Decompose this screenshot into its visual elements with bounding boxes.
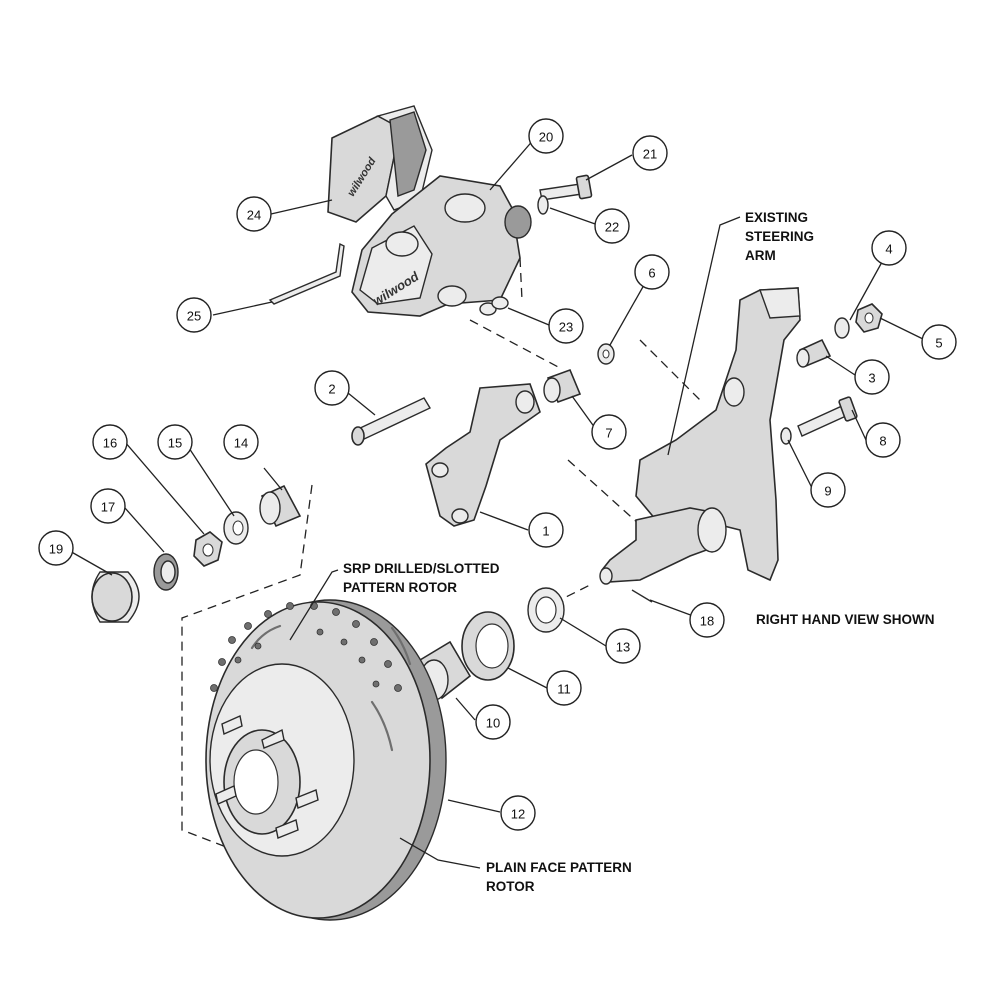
callout-15: 15 xyxy=(157,424,193,460)
bolt-washer xyxy=(537,195,549,215)
spindle-nut xyxy=(193,531,223,567)
note-view: RIGHT HAND VIEW SHOWN xyxy=(756,612,935,627)
callout-10: 10 xyxy=(475,704,511,740)
grease-seal xyxy=(527,587,565,633)
svg-text:24: 24 xyxy=(247,208,261,223)
callout-25: 25 xyxy=(176,297,212,333)
outer-washer xyxy=(223,511,249,545)
srp-rotor-label-line1: SRP DRILLED/SLOTTED xyxy=(343,561,500,576)
callout-24: 24 xyxy=(236,196,272,232)
callout-14: 14 xyxy=(223,424,259,460)
callout-18: 18 xyxy=(689,602,725,638)
cotter-pin xyxy=(631,589,653,603)
callout-1: 1 xyxy=(528,512,564,548)
callout-8: 8 xyxy=(865,422,901,458)
leader-lines xyxy=(67,137,926,869)
spindle-steering-arm xyxy=(599,287,801,585)
svg-text:21: 21 xyxy=(643,147,657,162)
svg-text:12: 12 xyxy=(511,807,525,822)
callout-17: 17 xyxy=(90,488,126,524)
steering-arm-label-line3: ARM xyxy=(745,248,776,263)
caliper-bracket xyxy=(425,383,541,527)
callout-22: 22 xyxy=(594,208,630,244)
caliper-bolt xyxy=(539,174,593,201)
bracket-spacer xyxy=(543,368,582,404)
svg-text:6: 6 xyxy=(648,266,655,281)
svg-text:19: 19 xyxy=(49,542,63,557)
svg-text:9: 9 xyxy=(824,484,831,499)
brake-pads: wilwood xyxy=(327,105,433,223)
brake-rotor xyxy=(205,599,447,921)
alignment-lines xyxy=(181,257,701,861)
retaining-pin xyxy=(268,242,345,305)
svg-text:16: 16 xyxy=(103,436,117,451)
callout-2: 2 xyxy=(314,370,350,406)
callout-11: 11 xyxy=(546,670,582,706)
callout-20: 20 xyxy=(528,118,564,154)
svg-text:5: 5 xyxy=(935,336,942,351)
bearing-race xyxy=(461,611,515,681)
callout-12: 12 xyxy=(500,795,536,831)
svg-text:22: 22 xyxy=(605,220,619,235)
callout-3: 3 xyxy=(854,359,890,395)
outer-bearing xyxy=(259,484,302,528)
callout-21: 21 xyxy=(632,135,668,171)
svg-text:8: 8 xyxy=(879,434,886,449)
nut-lock xyxy=(153,553,179,591)
right-hand-view-label: RIGHT HAND VIEW SHOWN xyxy=(756,612,935,627)
svg-text:14: 14 xyxy=(234,436,248,451)
callout-13: 13 xyxy=(605,628,641,664)
svg-text:1: 1 xyxy=(542,524,549,539)
svg-text:20: 20 xyxy=(539,130,553,145)
svg-text:13: 13 xyxy=(616,640,630,655)
callout-16: 16 xyxy=(92,424,128,460)
svg-text:2: 2 xyxy=(328,382,335,397)
svg-text:10: 10 xyxy=(486,716,500,731)
callout-5: 5 xyxy=(921,324,957,360)
svg-text:23: 23 xyxy=(559,320,573,335)
svg-text:4: 4 xyxy=(885,242,892,257)
arm-bolt xyxy=(797,396,858,437)
svg-text:18: 18 xyxy=(700,614,714,629)
callout-19: 19 xyxy=(38,530,74,566)
svg-text:15: 15 xyxy=(168,436,182,451)
caliper: wilwood xyxy=(351,175,532,317)
shim-washers xyxy=(479,296,509,316)
spacer-washer xyxy=(597,343,615,365)
note-plain-rotor: PLAIN FACE PATTERN ROTOR xyxy=(486,860,632,894)
arm-nut xyxy=(855,303,883,333)
svg-text:7: 7 xyxy=(605,426,612,441)
callout-7: 7 xyxy=(591,414,627,450)
dust-cap xyxy=(91,571,140,623)
callout-9: 9 xyxy=(810,472,846,508)
svg-text:11: 11 xyxy=(557,682,571,697)
arm-washer xyxy=(834,317,850,339)
srp-rotor-label-line2: PATTERN ROTOR xyxy=(343,580,457,595)
steering-arm-label-line2: STEERING xyxy=(745,229,814,244)
bracket-bolt xyxy=(351,397,431,446)
svg-text:3: 3 xyxy=(868,371,875,386)
callout-6: 6 xyxy=(634,254,670,290)
arm-spacer xyxy=(796,338,832,368)
note-srp-rotor: SRP DRILLED/SLOTTED PATTERN ROTOR xyxy=(343,561,500,595)
svg-text:25: 25 xyxy=(187,309,201,324)
callout-23: 23 xyxy=(548,308,584,344)
note-existing-steering-arm: EXISTING STEERING ARM xyxy=(745,210,814,263)
plain-rotor-label-line1: PLAIN FACE PATTERN xyxy=(486,860,632,875)
callout-4: 4 xyxy=(871,230,907,266)
plain-rotor-label-line2: ROTOR xyxy=(486,879,535,894)
svg-text:17: 17 xyxy=(101,500,115,515)
steering-arm-label-line1: EXISTING xyxy=(745,210,808,225)
